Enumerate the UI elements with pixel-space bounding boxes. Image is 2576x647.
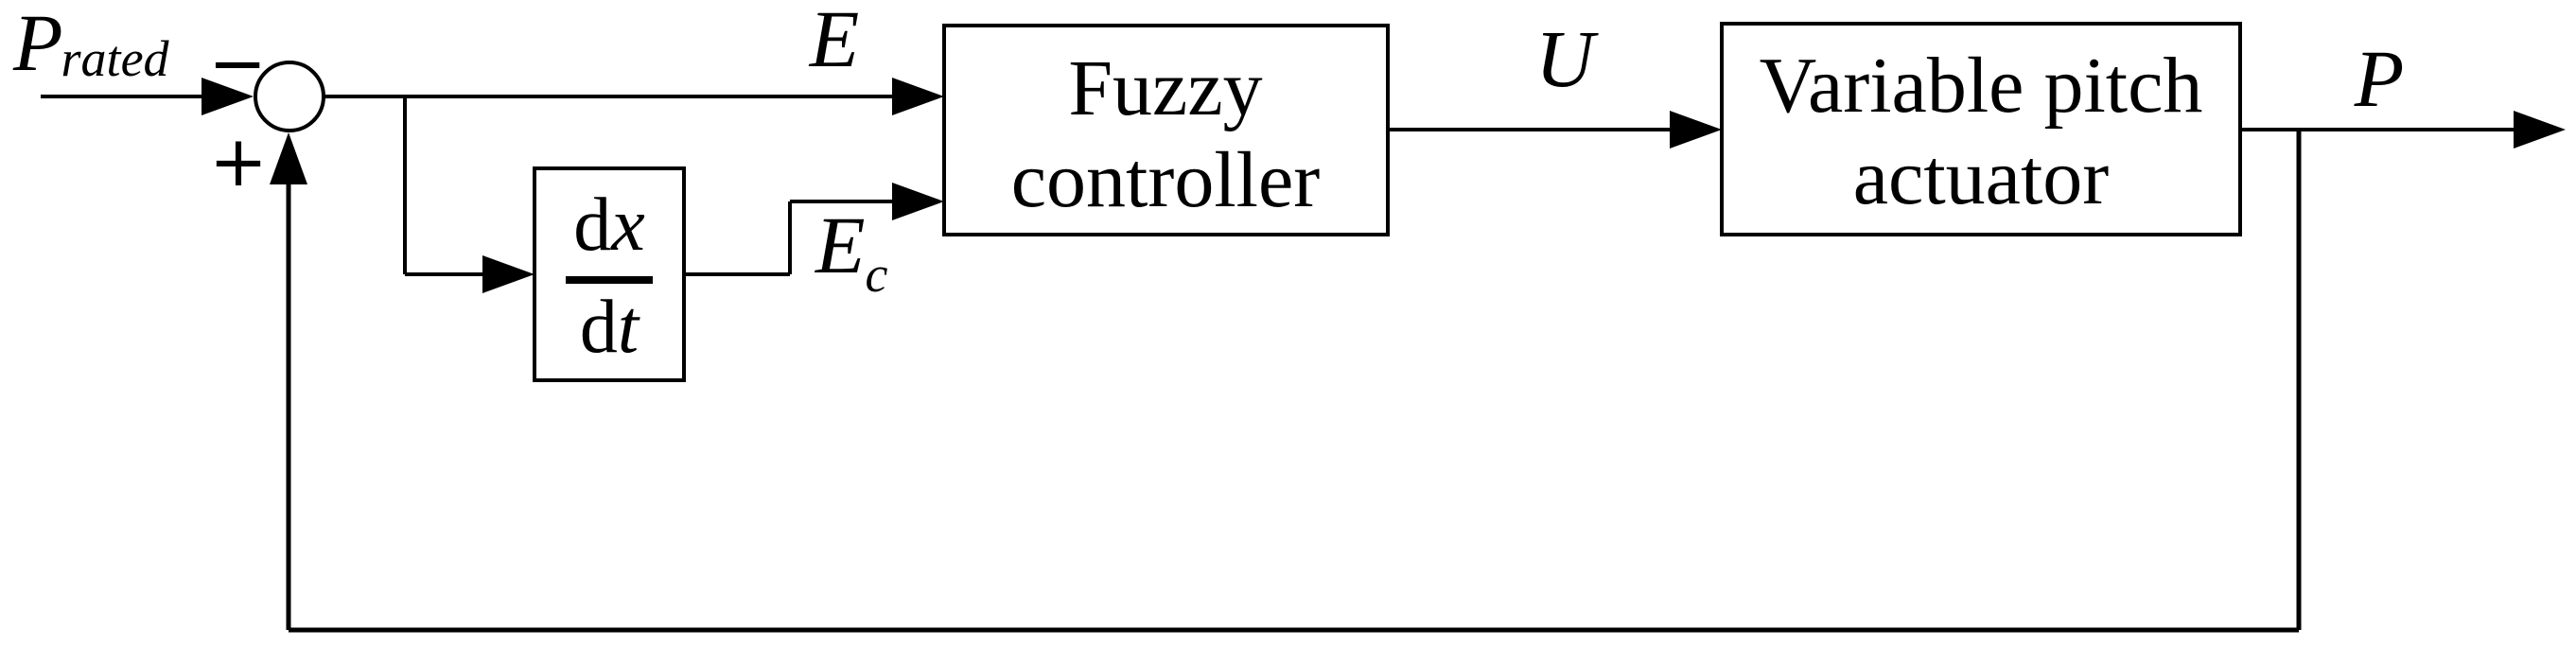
minus-sign: − xyxy=(208,23,267,104)
plus-sign: + xyxy=(209,121,268,202)
denominator-d: d xyxy=(580,286,618,369)
arrowheads xyxy=(202,78,2566,293)
labels-group: Prated − + E Ec U P dx dt Fuzzy controll… xyxy=(12,0,2404,369)
fraction-denominator: dt xyxy=(580,286,640,369)
control-arrowhead xyxy=(1670,111,1722,149)
numerator-d: d xyxy=(573,184,611,267)
error-signal-label: E xyxy=(808,0,860,84)
error-change-main: E xyxy=(814,200,866,290)
feedback-arrowhead xyxy=(270,132,307,184)
actuator-label-line1: Variable pitch xyxy=(1760,42,2203,130)
fuzzy-controller-label-line1: Fuzzy xyxy=(1068,44,1262,132)
denominator-variable: t xyxy=(618,286,640,369)
blocks xyxy=(254,22,2242,382)
output-signal-label: P xyxy=(2354,33,2405,124)
error-change-subscript: c xyxy=(866,246,888,303)
summing-junction xyxy=(254,61,325,132)
error-change-arrowhead xyxy=(892,183,944,220)
actuator-label-line2: actuator xyxy=(1853,133,2110,221)
output-arrowhead xyxy=(2514,111,2566,149)
derivative-arrowhead xyxy=(482,255,534,293)
control-signal-label: U xyxy=(1535,13,1599,104)
error-arrowhead xyxy=(892,78,944,115)
input-signal-subscript: rated xyxy=(61,30,170,87)
actuator-block xyxy=(1720,22,2242,236)
input-signal-label: Prated xyxy=(12,0,170,88)
input-signal-main: P xyxy=(12,0,63,88)
fraction-numerator: dx xyxy=(573,184,645,267)
input-arrowhead xyxy=(202,78,254,115)
numerator-variable: x xyxy=(610,184,645,267)
error-change-label: Ec xyxy=(814,200,888,303)
fuzzy-controller-block xyxy=(942,24,1390,236)
fuzzy-controller-label-line2: controller xyxy=(1011,136,1321,224)
